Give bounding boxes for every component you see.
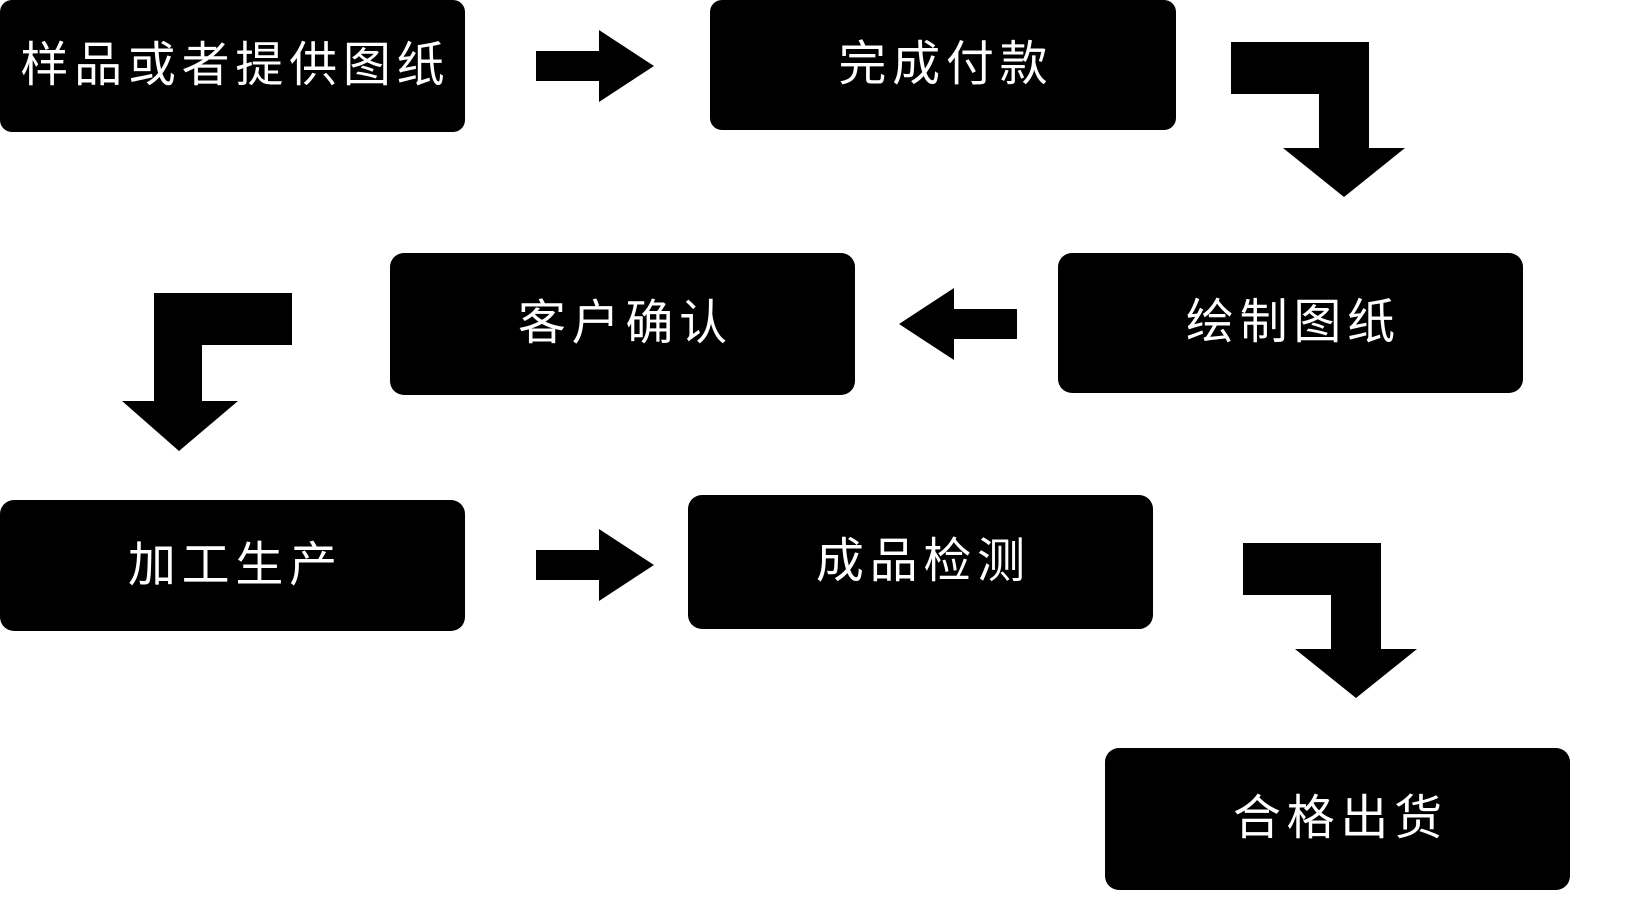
arrow-elbow-left-down-icon — [122, 293, 292, 451]
node-sample-or-drawing[interactable]: 样品或者提供图纸 — [0, 0, 465, 132]
node-qualified-shipment-label: 合格出货 — [1232, 792, 1448, 845]
arrow-payment-to-drawing — [1231, 42, 1405, 197]
arrow-left-icon — [899, 288, 1017, 360]
node-finished-inspection[interactable]: 成品检测 — [688, 495, 1153, 629]
arrow-production-to-inspection — [536, 529, 654, 601]
node-customer-confirm-label: 客户确认 — [517, 297, 733, 350]
arrow-confirm-to-production — [122, 293, 292, 451]
node-complete-payment[interactable]: 完成付款 — [710, 0, 1176, 130]
node-finished-inspection-label: 成品检测 — [815, 535, 1031, 588]
arrow-right-icon — [536, 529, 654, 601]
node-draw-drawing-label: 绘制图纸 — [1185, 296, 1401, 349]
arrow-elbow-right-down-icon — [1231, 42, 1405, 197]
node-customer-confirm[interactable]: 客户确认 — [390, 253, 855, 395]
node-draw-drawing[interactable]: 绘制图纸 — [1058, 253, 1523, 393]
node-production-label: 加工生产 — [127, 538, 343, 592]
node-production[interactable]: 加工生产 — [0, 500, 465, 631]
arrow-sample-to-payment — [536, 30, 654, 102]
arrow-right-icon — [536, 30, 654, 102]
arrow-elbow-right-down-icon — [1243, 543, 1417, 698]
arrow-drawing-to-confirm — [899, 288, 1017, 360]
node-complete-payment-label: 完成付款 — [838, 38, 1054, 91]
node-sample-or-drawing-label: 样品或者提供图纸 — [20, 39, 451, 92]
arrow-inspection-to-shipment — [1243, 543, 1417, 698]
node-qualified-shipment[interactable]: 合格出货 — [1105, 748, 1570, 890]
